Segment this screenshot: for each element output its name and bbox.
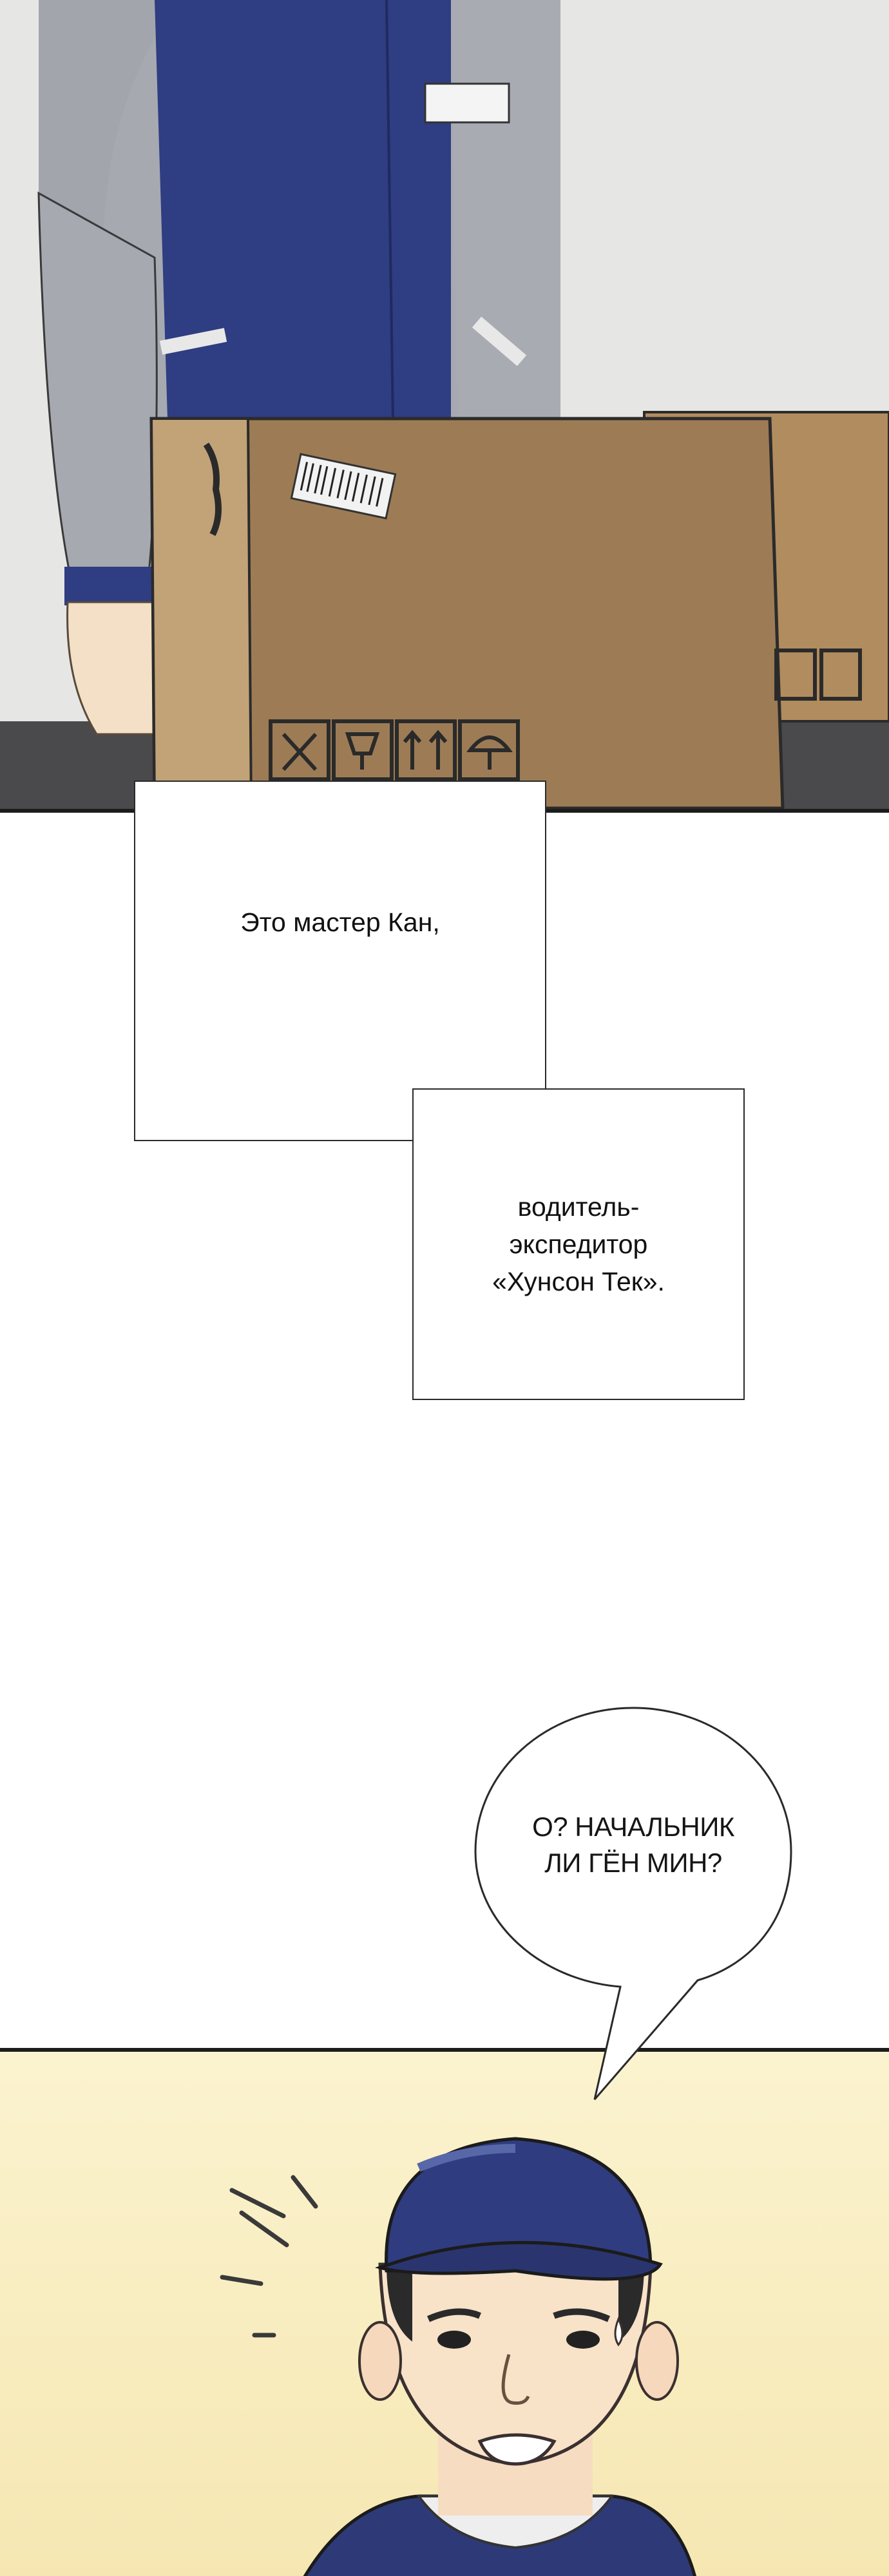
caption-text-1: Это мастер Кан, bbox=[240, 907, 440, 937]
illustration-worker-cap bbox=[0, 2052, 889, 2576]
panel-worker-with-boxes bbox=[0, 0, 889, 813]
caption-box-1: Это мастер Кан, bbox=[134, 781, 546, 1141]
illustration-worker-boxes bbox=[0, 0, 889, 809]
panel-worker-cap bbox=[0, 2048, 889, 2576]
caption-text-2: водитель- экспедитор «Хунсон Тек». bbox=[492, 1192, 665, 1296]
speech-bubble: О? НАЧАЛЬНИК ЛИ ГЁН МИН? bbox=[469, 1707, 798, 2100]
caption-box-2: водитель- экспедитор «Хунсон Тек». bbox=[412, 1088, 745, 1400]
speech-bubble-shape bbox=[474, 1707, 792, 2100]
speech-bubble-text: О? НАЧАЛЬНИК ЛИ ГЁН МИН? bbox=[532, 1812, 734, 1878]
